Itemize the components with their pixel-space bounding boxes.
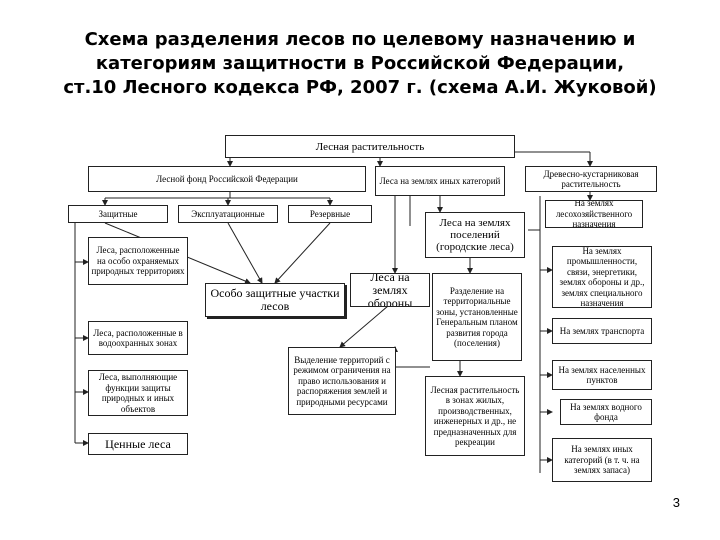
protective-functions-box: Леса, выполняющие функции защиты природн… (88, 370, 188, 416)
water-fund-box: На землях водного фонда (560, 399, 652, 425)
settlements-lands-box: На землях населенных пунктов (552, 360, 652, 390)
protective-category-box: Защитные (68, 205, 168, 223)
industry-lands-box: На землях промышленности, связи, энергет… (552, 246, 652, 308)
title-line-3: ст.10 Лесного кодекса РФ, 2007 г. (схема… (63, 77, 657, 98)
tree-shrub-box: Древесно-кустарниковая растительность (525, 166, 657, 192)
slide-title: Схема разделения лесов по целевому назна… (40, 28, 680, 100)
special-protection-box: Особо защитные участки лесов (205, 283, 345, 317)
reserve-category-box: Резервные (288, 205, 372, 223)
page-number: 3 (672, 495, 680, 510)
settlement-lands-box: Леса на землях поселений (городские леса… (425, 212, 525, 258)
other-categories-box: На землях иных категорий (в т. ч. на зем… (552, 438, 652, 482)
exploitation-category-box: Эксплуатационные (178, 205, 278, 223)
non-forestry-box: На землях лесохозяйственного назначения (545, 200, 643, 228)
other-lands-box: Леса на землях иных категорий (375, 166, 505, 196)
water-protection-box: Леса, расположенные в водоохранных зонах (88, 321, 188, 355)
defense-lands-box: Леса на землях обороны (350, 273, 430, 307)
transport-lands-box: На землях транспорта (552, 318, 652, 344)
vegetation-zones-box: Лесная растительность в зонах жилых, про… (425, 376, 525, 456)
title-line-2: категориям защитности в Российской Федер… (95, 53, 625, 74)
zoning-box: Разделение на территориальные зоны, уста… (432, 273, 522, 361)
valuable-forests-box: Ценные леса (88, 433, 188, 455)
protected-areas-box: Леса, расположенные на особо охраняемых … (88, 237, 188, 285)
forest-fund-box: Лесной фонд Российской Федерации (88, 166, 366, 192)
title-line-1: Схема разделения лесов по целевому назна… (84, 29, 636, 50)
forest-vegetation-box: Лесная растительность (225, 135, 515, 158)
allocation-box: Выделение территорий с режимом ограничен… (288, 347, 396, 415)
